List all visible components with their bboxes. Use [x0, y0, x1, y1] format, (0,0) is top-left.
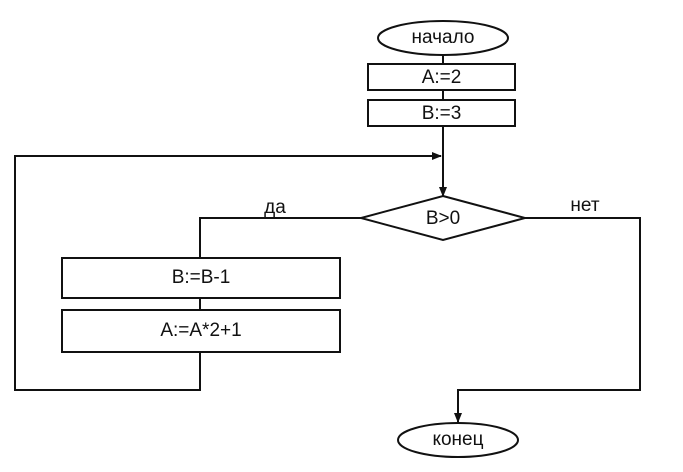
decrement-b-label: B:=B-1: [171, 267, 231, 288]
yes-branch-line: [199, 217, 361, 258]
update-a-label: A:=A*2+1: [160, 320, 242, 341]
assign-b-label: B:=3: [421, 103, 462, 124]
loop-back-line: [14, 152, 442, 391]
no-branch-line: [454, 217, 641, 423]
update-a-block: [61, 309, 341, 353]
yes-label: да: [264, 197, 286, 218]
start-label: начало: [411, 27, 475, 48]
condition-label: B>0: [425, 208, 461, 229]
end-label: конец: [432, 429, 484, 450]
no-label: нет: [570, 195, 600, 216]
assign-a-label: A:=2: [421, 67, 462, 88]
assign-b-block: [367, 99, 516, 127]
condition-diamond: [357, 194, 529, 242]
end-terminal: [397, 422, 519, 458]
decrement-b-block: [61, 257, 341, 299]
assign-a-block: [367, 63, 516, 91]
